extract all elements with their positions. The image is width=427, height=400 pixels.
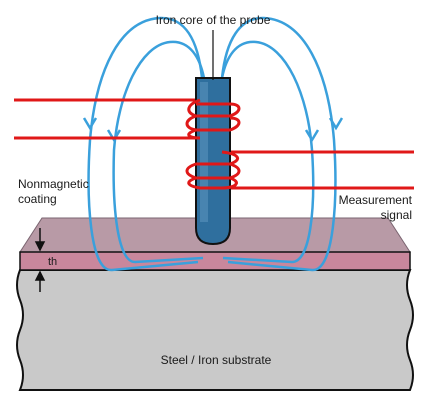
steel-substrate <box>16 269 414 391</box>
thickness-label: th <box>48 256 57 268</box>
measurement-signal-label-line2: signal <box>381 208 412 222</box>
probe-core-label: Iron core of the probe <box>156 13 271 27</box>
coil-wires <box>14 98 414 190</box>
substrate-label: Steel / Iron substrate <box>161 353 272 367</box>
magnetic-field-lines <box>82 16 344 272</box>
measurement-signal-label-line1: Measurement <box>339 193 413 207</box>
nonmagnetic-coating <box>19 251 411 271</box>
coating-label-line2: coating <box>18 192 57 206</box>
thickness-arrows <box>34 228 46 292</box>
coating-label-line1: Nonmagnetic <box>18 177 89 191</box>
probe-core-highlight <box>200 82 208 222</box>
coil-windings <box>185 98 241 190</box>
